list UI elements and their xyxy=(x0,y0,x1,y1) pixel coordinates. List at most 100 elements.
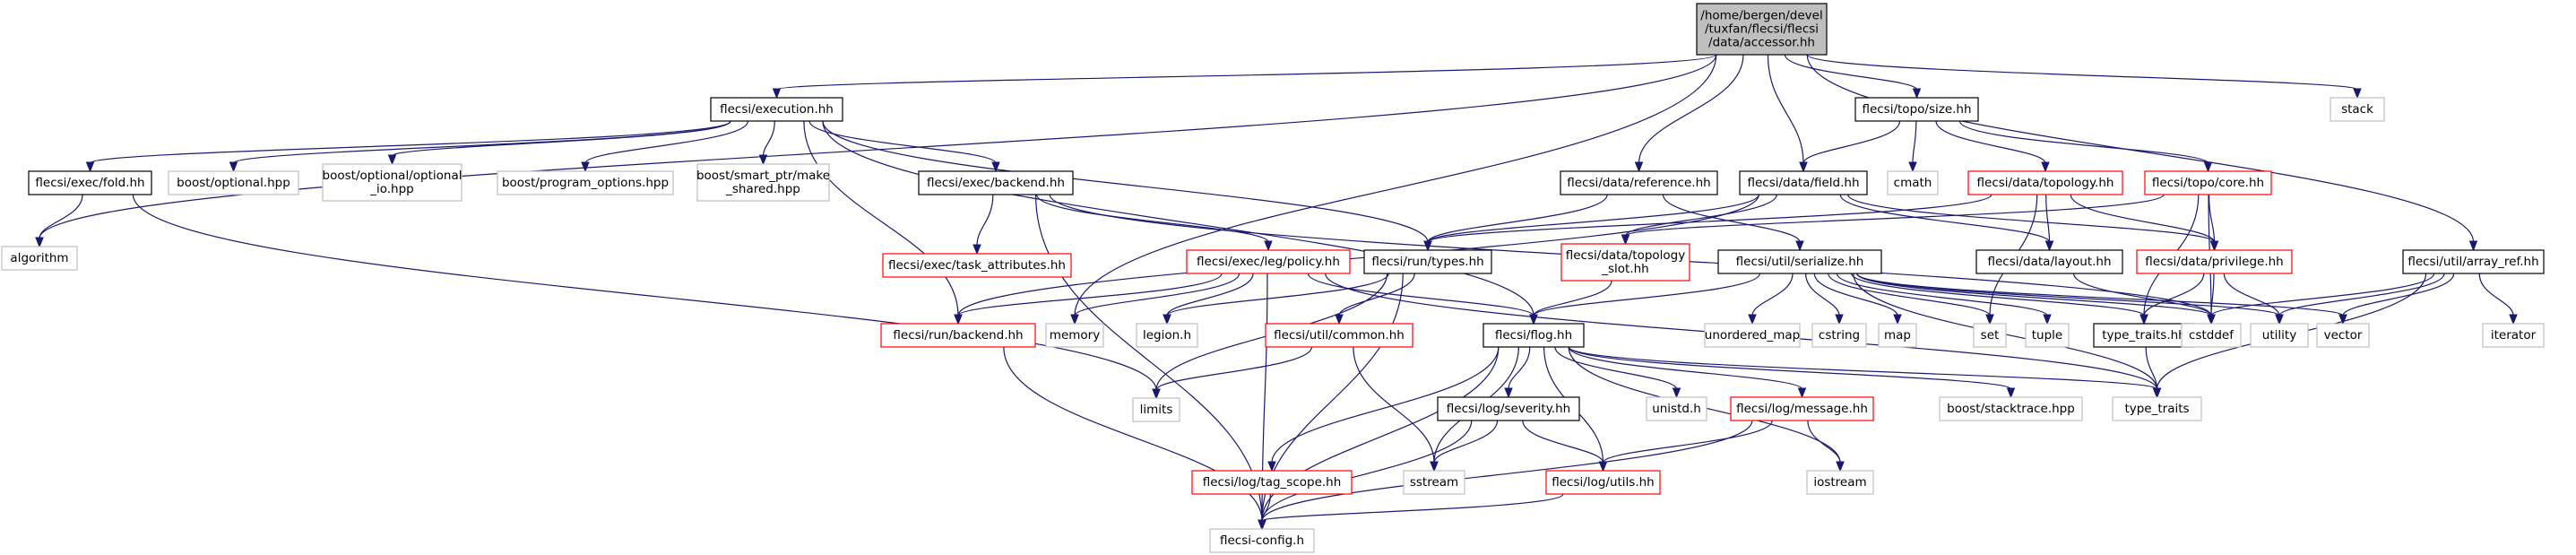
node-label: flecsi/run/backend.hh xyxy=(893,328,1023,343)
node-box xyxy=(2316,323,2370,348)
node-label: flecsi/util/array_ref.hh xyxy=(2407,255,2538,269)
edge-accessor-to-topo-size xyxy=(1784,54,1922,100)
node-box xyxy=(497,170,674,195)
node-exec-backend[interactable]: flecsi/exec/backend.hh xyxy=(918,170,1074,195)
node-topo-core[interactable]: flecsi/topo/core.hh xyxy=(2144,170,2272,195)
node-label: flecsi/topo/core.hh xyxy=(2152,176,2264,190)
node-box xyxy=(1975,249,2123,274)
node-label: flecsi/exec/fold.hh xyxy=(35,176,144,190)
edge-exec-backend-to-exec-leg-policy xyxy=(1036,194,1273,252)
node-label: flecsi/util/serialize.hh xyxy=(1736,255,1864,269)
node-label: map xyxy=(1884,328,1911,343)
node-label: flecsi/data/topology xyxy=(1566,248,1685,263)
node-data-topology-slot[interactable]: flecsi/data/topology_slot.hh xyxy=(1560,243,1690,282)
edge-type-traits-hh-to-type-traits xyxy=(2145,346,2162,399)
node-label: flecsi/data/field.hh xyxy=(1747,176,1859,190)
node-utility: utility xyxy=(2250,323,2309,348)
node-label: _io.hpp xyxy=(369,182,414,196)
edge-log-utils-to-flecsi-config xyxy=(1258,493,1564,531)
node-util-serialize[interactable]: flecsi/util/serialize.hh xyxy=(1717,249,1882,274)
node-box xyxy=(1739,170,1868,195)
node-box xyxy=(2144,170,2272,195)
edge-accessor-to-stack xyxy=(1806,54,2362,100)
node-log-message[interactable]: flecsi/log/message.hh xyxy=(1730,396,1874,421)
node-data-reference[interactable]: flecsi/data/reference.hh xyxy=(1560,170,1718,195)
node-box xyxy=(2482,323,2545,348)
node-exec-leg-policy[interactable]: flecsi/exec/leg/policy.hh xyxy=(1186,249,1351,274)
node-data-layout[interactable]: flecsi/data/layout.hh xyxy=(1975,249,2123,274)
node-unordered-map: unordered_map xyxy=(1704,323,1801,348)
node-box xyxy=(2025,323,2070,348)
node-box xyxy=(322,163,462,202)
edge-flog-to-unistd xyxy=(1554,346,1681,399)
node-util-array-ref[interactable]: flecsi/util/array_ref.hh xyxy=(2402,249,2545,274)
node-iterator: iterator xyxy=(2482,323,2545,348)
node-flog[interactable]: flecsi/flog.hh xyxy=(1482,323,1585,348)
node-label: cmath xyxy=(1894,176,1932,190)
edge-util-serialize-to-tuple xyxy=(1836,273,2052,325)
edge-log-severity-to-sstream xyxy=(1430,420,1499,473)
node-box xyxy=(696,163,830,202)
node-box xyxy=(1646,396,1707,421)
edge-flog-to-type-traits xyxy=(1568,346,2162,399)
node-data-field[interactable]: flecsi/data/field.hh xyxy=(1739,170,1868,195)
node-type-traits-hh[interactable]: type_traits.hh xyxy=(2093,323,2195,348)
node-legion-h: legion.h xyxy=(1136,323,1198,348)
node-box xyxy=(1854,97,1979,122)
node-run-types[interactable]: flecsi/run/types.hh xyxy=(1363,249,1492,274)
node-log-tag-scope[interactable]: flecsi/log/tag_scope.hh xyxy=(1191,470,1353,495)
edge-run-types-to-legion-h xyxy=(1163,273,1389,325)
node-topo-size[interactable]: flecsi/topo/size.hh xyxy=(1854,97,1979,122)
edge-data-field-to-run-types xyxy=(1423,194,1759,252)
edge-data-field-to-data-layout xyxy=(1839,194,2054,252)
edge-util-serialize-to-unordered-map xyxy=(1748,273,1794,325)
edge-execution-to-flog xyxy=(822,120,1538,325)
node-run-backend[interactable]: flecsi/run/backend.hh xyxy=(880,323,1036,348)
edge-execution-to-run-types xyxy=(822,120,1432,252)
node-label: iostream xyxy=(1813,475,1866,490)
node-log-severity[interactable]: flecsi/log/severity.hh xyxy=(1437,396,1580,421)
node-label: memory xyxy=(1050,328,1100,343)
node-box xyxy=(1482,323,1585,348)
edge-util-serialize-to-cstring xyxy=(1805,273,1844,325)
node-label: flecsi/log/message.hh xyxy=(1736,402,1868,416)
node-box xyxy=(918,170,1074,195)
node-exec-task-attributes[interactable]: flecsi/exec/task_attributes.hh xyxy=(882,253,1072,278)
edge-exec-backend-to-exec-task-attributes xyxy=(972,194,994,256)
node-box xyxy=(1717,249,1882,274)
node-label: flecsi/data/layout.hh xyxy=(1987,255,2111,269)
node-box xyxy=(1973,323,2007,348)
edge-execution-to-boost-program-options xyxy=(581,120,749,173)
node-data-privilege[interactable]: flecsi/data/privilege.hh xyxy=(2136,249,2293,274)
node-label: flecsi/run/types.hh xyxy=(1371,255,1483,269)
edge-exec-leg-policy-to-memory xyxy=(1070,273,1240,325)
edge-run-backend-to-flecsi-config xyxy=(1003,346,1266,531)
node-box xyxy=(1939,396,2083,421)
node-util-common[interactable]: flecsi/util/common.hh xyxy=(1265,323,1413,348)
node-vector: vector xyxy=(2316,323,2370,348)
node-label: flecsi/data/privilege.hh xyxy=(2145,255,2283,269)
node-label: boost/stacktrace.hpp xyxy=(1947,402,2075,416)
edge-data-privilege-to-type-traits-hh xyxy=(2139,273,2205,325)
node-box xyxy=(1560,170,1718,195)
node-log-utils[interactable]: flecsi/log/utils.hh xyxy=(1545,470,1661,495)
node-exec-fold[interactable]: flecsi/exec/fold.hh xyxy=(28,170,152,195)
node-accessor[interactable]: /home/bergen/devel/tuxfan/flecsi/flecsi/… xyxy=(1696,3,1828,56)
edge-flog-to-log-tag-scope xyxy=(1267,346,1500,473)
node-label: algorithm xyxy=(10,251,68,265)
node-box xyxy=(1887,170,1939,195)
node-algorithm: algorithm xyxy=(1,246,78,271)
node-box xyxy=(1730,396,1874,421)
edge-log-message-to-log-utils xyxy=(1598,420,1773,473)
node-map: map xyxy=(1878,323,1917,348)
edge-accessor-to-data-field xyxy=(1767,54,1808,173)
edge-log-message-to-iostream xyxy=(1807,420,1845,473)
node-label: flecsi/data/topology.hh xyxy=(1977,176,2114,190)
node-data-topology[interactable]: flecsi/data/topology.hh xyxy=(1967,170,2123,195)
edge-data-field-to-run-backend xyxy=(954,194,1759,325)
node-label: flecsi/execution.hh xyxy=(720,102,834,117)
node-label: type_traits xyxy=(2124,402,2189,416)
node-label: boost/program_options.hpp xyxy=(502,176,669,190)
node-execution[interactable]: flecsi/execution.hh xyxy=(710,97,843,122)
node-cstddef: cstddef xyxy=(2181,323,2242,348)
